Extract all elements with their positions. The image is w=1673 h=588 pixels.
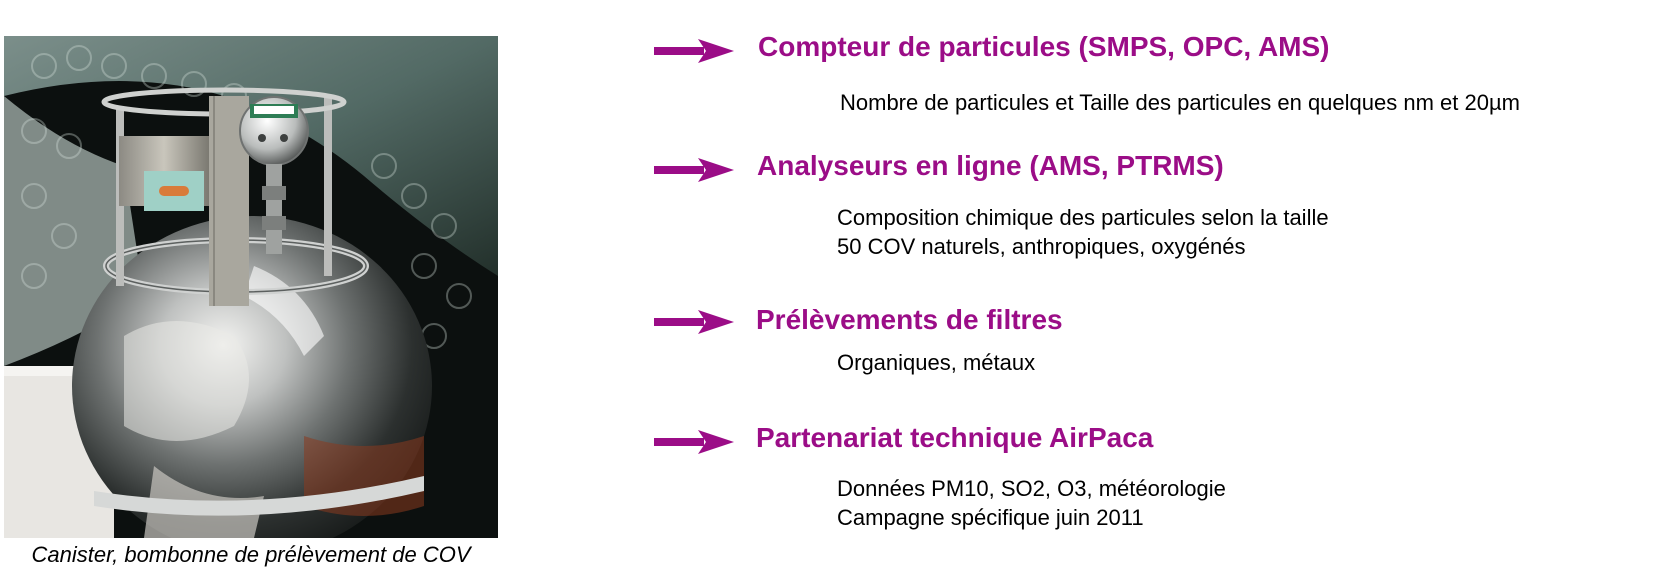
arrow-icon [654,158,734,182]
detail-line: Campagne spécifique juin 2011 [837,505,1144,530]
detail-line: Organiques, métaux [837,350,1036,375]
arrow-icon [654,310,734,334]
section-detail-online-analyzers: Composition chimique des particules selo… [837,203,1329,261]
arrow-icon [654,430,734,454]
arrow-icon [654,39,734,63]
detail-line: Composition chimique des particules selo… [837,205,1329,230]
photo-caption: Canister, bombonne de prélèvement de COV [31,542,471,567]
canister-photo [4,36,498,538]
section-heading-filter-sampling: Prélèvements de filtres [756,304,1063,335]
section-heading-airpaca-partnership: Partenariat technique AirPaca [756,422,1154,453]
section-heading-particle-counter: Compteur de particules (SMPS, OPC, AMS) [758,31,1330,62]
detail-line: Nombre de particules et Taille des parti… [840,90,1520,115]
section-detail-filter-sampling: Organiques, métaux [837,348,1035,377]
detail-line: 50 COV naturels, anthropiques, oxygénés [837,234,1246,259]
canister-illustration [4,36,498,538]
section-heading-online-analyzers: Analyseurs en ligne (AMS, PTRMS) [757,150,1224,181]
section-detail-airpaca-partnership: Données PM10, SO2, O3, météorologie Camp… [837,474,1226,532]
detail-line: Données PM10, SO2, O3, météorologie [837,476,1226,501]
section-detail-particle-counter: Nombre de particules et Taille des parti… [840,88,1520,117]
